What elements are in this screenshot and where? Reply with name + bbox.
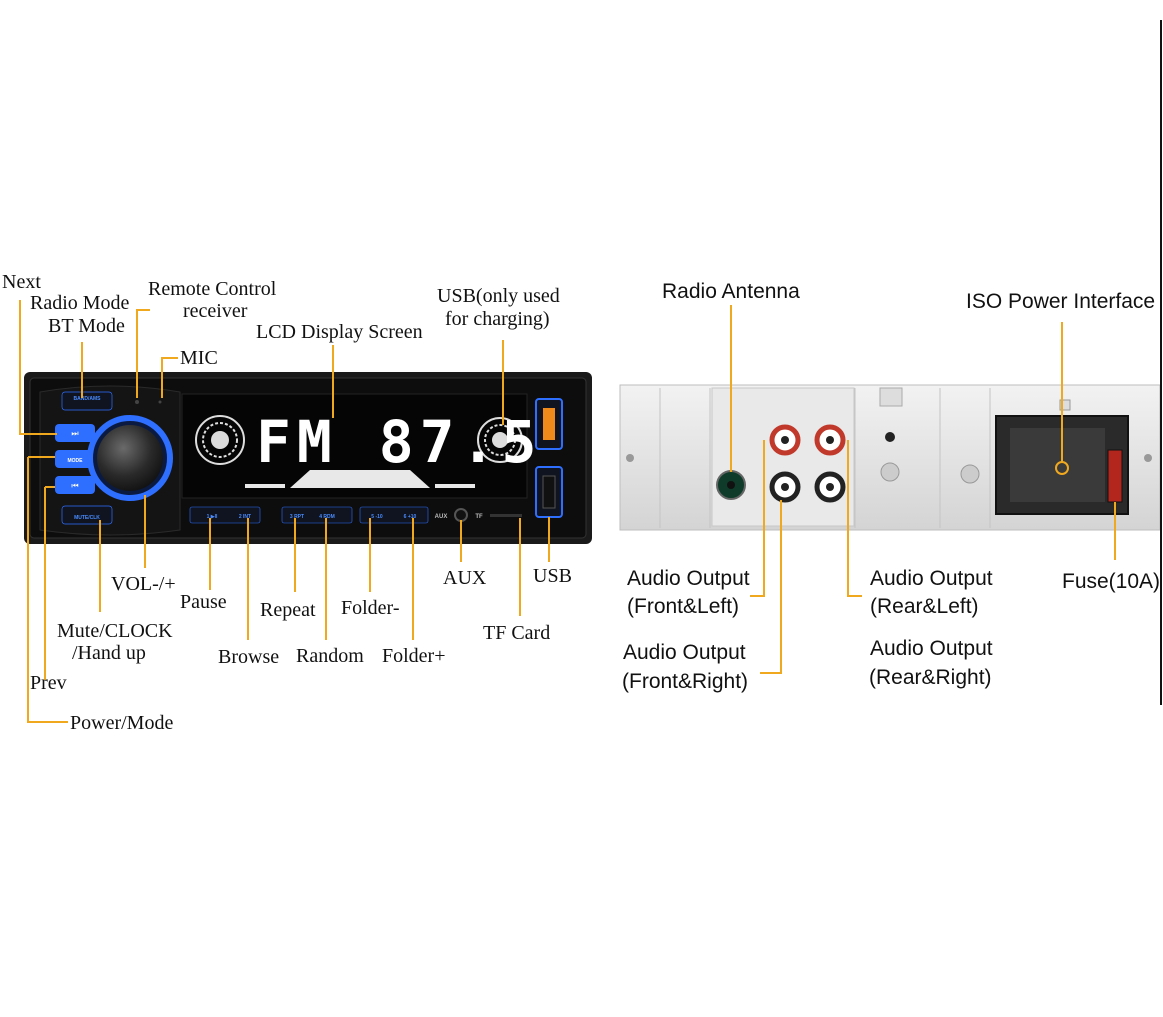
front-labels: Next Radio Mode BT Mode Remote Control r… (2, 271, 572, 734)
iso-clip (1059, 399, 1071, 411)
label-remote-control: Remote Control (148, 278, 277, 300)
preset-4-button[interactable]: 4 RDM (319, 514, 335, 520)
next-button[interactable] (55, 424, 95, 442)
label-pause: Pause (180, 591, 227, 613)
label-browse: Browse (218, 646, 279, 668)
label-audio-rear-left-line2: (Rear&Left) (870, 595, 979, 618)
mute-clock-button-label: MUTE/CLK (74, 515, 100, 521)
label-power-mode: Power/Mode (70, 712, 173, 734)
preset-1-button[interactable]: 1 ▶II (207, 514, 218, 520)
front-panel: BAND/AMS ⏭ MODE ⏮ MUTE/CLK FM 87.5 (24, 372, 592, 544)
back-labels: Radio Antenna ISO Power Interface Audio … (622, 280, 1160, 693)
screw-left (626, 454, 634, 462)
volume-knob[interactable] (97, 425, 163, 491)
label-mute-clock-line1: Mute/CLOCK (57, 620, 173, 642)
label-usb-charging-line1: USB(only used (437, 285, 560, 307)
screw-far-right (1144, 454, 1152, 462)
aux-port[interactable] (454, 508, 468, 522)
label-fuse: Fuse(10A) (1062, 570, 1160, 593)
preset-2-button[interactable]: 2 INT (239, 514, 251, 520)
usb-charging-port[interactable] (543, 408, 555, 440)
label-receiver: receiver (183, 300, 248, 322)
label-lcd-display: LCD Display Screen (256, 321, 423, 343)
label-audio-rear-left-line1: Audio Output (870, 567, 993, 590)
equalizer-bars (245, 470, 475, 488)
display-frequency-text: FM 87.5 (256, 408, 542, 476)
label-radio-antenna: Radio Antenna (662, 280, 800, 303)
ground-hole (885, 432, 895, 442)
label-audio-front-right-line1: Audio Output (623, 641, 746, 664)
usb-data-port[interactable] (542, 475, 556, 509)
label-audio-front-right-line2: (Front&Right) (622, 670, 748, 693)
label-audio-rear-right-line2: (Rear&Right) (869, 666, 992, 689)
label-vol: VOL-/+ (111, 573, 176, 595)
front-leader-lines (19, 300, 550, 723)
label-folder-plus: Folder+ (382, 645, 446, 667)
preset-5-button[interactable]: 5 -10 (371, 514, 383, 520)
fuse-10a (1107, 449, 1123, 503)
prev-icon: ⏮ (71, 481, 78, 490)
label-folder-minus: Folder- (341, 597, 399, 619)
label-random: Random (296, 645, 364, 667)
mute-clock-button[interactable] (61, 505, 113, 525)
mic-dot (158, 400, 162, 404)
screw-center (880, 462, 900, 482)
band-ams-button[interactable] (61, 391, 113, 411)
back-panel (619, 384, 1161, 531)
label-aux: AUX (443, 567, 487, 589)
rca-plate (711, 387, 855, 527)
label-usb: USB (533, 565, 572, 587)
label-tf-card: TF Card (483, 622, 550, 644)
tf-slot-label: TF (475, 514, 483, 520)
back-leader-lines (730, 305, 1116, 674)
band-ams-button-label: BAND/AMS (74, 396, 102, 402)
preset-3-button[interactable]: 3 RPT (290, 514, 304, 520)
right-speaker-emblem (477, 417, 523, 463)
preset-button-group-3 (359, 506, 429, 524)
label-audio-front-left-line1: Audio Output (627, 567, 750, 590)
preset-6-button[interactable]: 6 +10 (404, 514, 417, 520)
aux-port-label: AUX (435, 514, 448, 520)
label-prev: Prev (30, 672, 67, 694)
label-audio-front-left-line2: (Front&Left) (627, 595, 739, 618)
label-usb-charging-line2: for charging) (445, 308, 550, 330)
label-radio-mode: Radio Mode (30, 292, 130, 314)
remote-receiver-dot (135, 400, 139, 404)
mode-button-label: MODE (68, 458, 84, 464)
prev-button[interactable] (55, 476, 95, 494)
label-bt-mode: BT Mode (48, 315, 125, 337)
left-speaker-emblem (195, 415, 245, 465)
label-repeat: Repeat (260, 599, 316, 621)
preset-button-group-1 (189, 506, 261, 524)
preset-button-group-2 (281, 506, 353, 524)
screw-right (960, 464, 980, 484)
top-tab (879, 387, 903, 407)
antenna-center-pin (727, 481, 735, 489)
label-mute-clock-line2: /Hand up (72, 642, 146, 664)
next-icon: ⏭ (71, 429, 78, 438)
tf-card-slot[interactable] (490, 514, 522, 517)
label-iso-power: ISO Power Interface (966, 290, 1155, 313)
label-next: Next (2, 271, 41, 293)
mode-button[interactable] (55, 450, 95, 468)
label-mic: MIC (180, 347, 218, 369)
label-audio-rear-right-line1: Audio Output (870, 637, 993, 660)
